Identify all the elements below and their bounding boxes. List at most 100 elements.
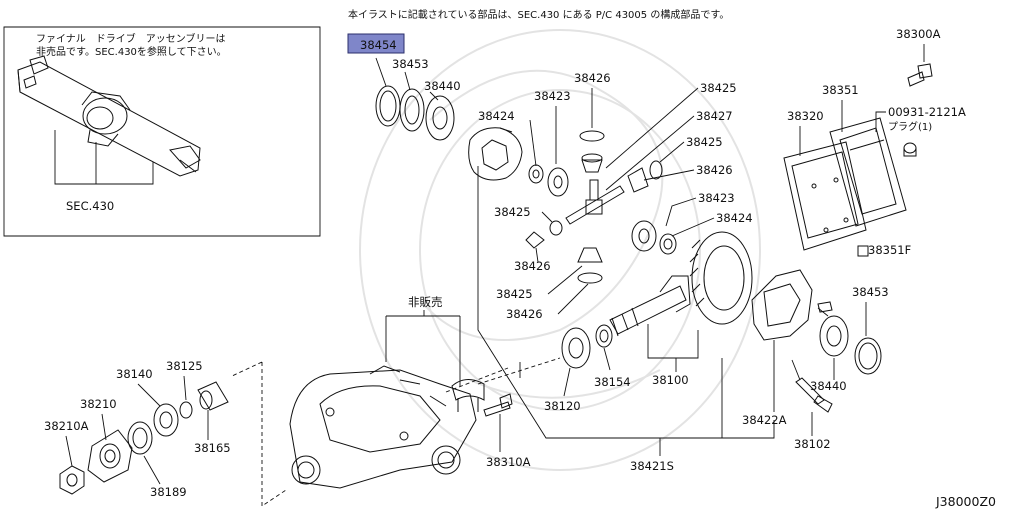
part-label-38424-b[interactable]: 38424 xyxy=(716,211,753,225)
pinion-gear-bottom xyxy=(577,247,603,263)
leader-38425-d xyxy=(547,265,583,295)
washer-38426-c xyxy=(525,231,545,249)
side-gear-38423-b xyxy=(631,220,657,252)
bolt-38310A xyxy=(483,393,513,417)
rear-axle-assembly-illustration xyxy=(17,55,201,185)
leader-00931 xyxy=(875,111,886,132)
side-gear-38423-a xyxy=(547,167,569,197)
leader-38424-b xyxy=(671,217,715,237)
leader-38102-extra xyxy=(791,359,801,381)
inset-sec-label: SEC.430 xyxy=(66,199,114,213)
part-label-38210A[interactable]: 38210A xyxy=(44,419,89,433)
part-label-38125[interactable]: 38125 xyxy=(166,359,203,373)
washer-38125 xyxy=(179,401,193,419)
flange-nut-38210A xyxy=(59,465,85,495)
leader-38426-c xyxy=(535,247,539,263)
pinion-gear-top xyxy=(581,159,603,173)
leader-38427 xyxy=(605,115,695,191)
thrust-washer-38424-b xyxy=(659,233,677,255)
pinion-gear-top-face xyxy=(581,153,603,163)
ring-gear-and-pinion xyxy=(609,231,753,359)
highlighted-part-box[interactable] xyxy=(347,33,405,54)
part-label-38423-b[interactable]: 38423 xyxy=(698,191,735,205)
inset-panel: ファイナル ドライブ アッセンブリーは 非売品です。SEC.430を参照して下さ… xyxy=(3,26,321,237)
pinion-bearing-38120 xyxy=(561,327,591,369)
leader-38423-b xyxy=(665,197,697,227)
part-label-38426-d[interactable]: 38426 xyxy=(506,307,543,321)
part-label-38140[interactable]: 38140 xyxy=(116,367,153,381)
part-label-38426-b[interactable]: 38426 xyxy=(696,163,733,177)
spacer-38154 xyxy=(595,324,613,348)
part-label-38427[interactable]: 38427 xyxy=(696,109,733,123)
inset-note-line1: ファイナル ドライブ アッセンブリーは xyxy=(36,32,226,45)
part-label-38154[interactable]: 38154 xyxy=(594,375,631,389)
bracket-38421S xyxy=(477,166,775,439)
part-label-38425-b[interactable]: 38425 xyxy=(686,135,723,149)
rear-cover-38320 xyxy=(783,141,867,251)
carrier-housing xyxy=(289,365,477,489)
thrust-washer-38424-a xyxy=(528,164,544,184)
part-label-38440-top[interactable]: 38440 xyxy=(424,79,461,93)
leader-38425-b xyxy=(659,141,685,163)
part-label-38423-a[interactable]: 38423 xyxy=(534,89,571,103)
leader-38120 xyxy=(563,367,571,397)
carrier-cover-38351 xyxy=(829,117,907,227)
leader-38425-c xyxy=(541,211,553,223)
not-for-sale-label: 非販売 xyxy=(408,295,443,309)
thrust-washer-right xyxy=(649,160,663,180)
part-label-38425-d[interactable]: 38425 xyxy=(496,287,533,301)
part-label-38102[interactable]: 38102 xyxy=(794,437,831,451)
part-label-38320[interactable]: 38320 xyxy=(787,109,824,123)
leader-38426-d xyxy=(557,283,589,315)
part-label-38351[interactable]: 38351 xyxy=(822,83,859,97)
part-label-38421S[interactable]: 38421S xyxy=(630,459,674,473)
diff-case-38422A xyxy=(751,269,813,341)
watermark-emblem xyxy=(359,29,761,471)
part-label-38425-a[interactable]: 38425 xyxy=(700,81,737,95)
pinion-gear-right xyxy=(627,167,649,193)
part-label-00931-2121A[interactable]: 00931-2121A xyxy=(888,105,966,119)
front-guide-dashed xyxy=(231,361,287,507)
stud-38351F xyxy=(857,245,869,257)
part-label-38453-right[interactable]: 38453 xyxy=(852,285,889,299)
leader-38425-a xyxy=(605,87,699,169)
differential-case xyxy=(468,127,523,181)
part-label-38454[interactable]: 38454 xyxy=(360,38,397,52)
part-label-38300A[interactable]: 38300A xyxy=(896,27,941,41)
part-label-38351F[interactable]: 38351F xyxy=(868,243,911,257)
part-label-38440-right[interactable]: 38440 xyxy=(810,379,847,393)
leader-38424-a xyxy=(529,119,537,167)
companion-flange-38210 xyxy=(87,429,133,483)
header-note: 本イラストに記載されている部品は、SEC.430 にある P/C 43005 の… xyxy=(348,8,729,21)
pinion-shaft xyxy=(565,179,625,225)
filler-plug-38300A xyxy=(907,63,933,87)
leader-38210 xyxy=(101,413,107,441)
part-label-38453-top[interactable]: 38453 xyxy=(392,57,429,71)
part-label-38426-a[interactable]: 38426 xyxy=(574,71,611,85)
part-label-38422A[interactable]: 38422A xyxy=(742,413,787,427)
oil-seal-38189 xyxy=(127,421,153,455)
part-label-38424-a[interactable]: 38424 xyxy=(478,109,515,123)
pinion-guide-dashed xyxy=(477,357,561,385)
part-label-38165[interactable]: 38165 xyxy=(194,441,231,455)
bolt-small-right xyxy=(817,301,833,313)
bearing-cap xyxy=(451,379,485,412)
side-bearing-right-38440 xyxy=(819,315,849,357)
leader-38125 xyxy=(183,375,187,401)
part-label-38310A[interactable]: 38310A xyxy=(486,455,531,469)
part-label-38100[interactable]: 38100 xyxy=(652,373,689,387)
washer-38426-d xyxy=(577,272,603,284)
part-label-38426-c[interactable]: 38426 xyxy=(514,259,551,273)
plug-qty-note: プラグ(1) xyxy=(888,120,932,133)
leader-38189 xyxy=(143,455,161,485)
drain-plug xyxy=(903,142,917,157)
inset-note-line2: 非売品です。SEC.430を参照して下さい。 xyxy=(36,45,227,58)
part-label-38189[interactable]: 38189 xyxy=(150,485,187,499)
part-label-38210[interactable]: 38210 xyxy=(80,397,117,411)
leader-38426-b xyxy=(643,169,695,181)
diagram-id: J38000Z0 xyxy=(935,494,996,509)
part-label-38120[interactable]: 38120 xyxy=(544,399,581,413)
part-label-38425-c[interactable]: 38425 xyxy=(494,205,531,219)
not-for-sale-bracket xyxy=(385,310,461,386)
